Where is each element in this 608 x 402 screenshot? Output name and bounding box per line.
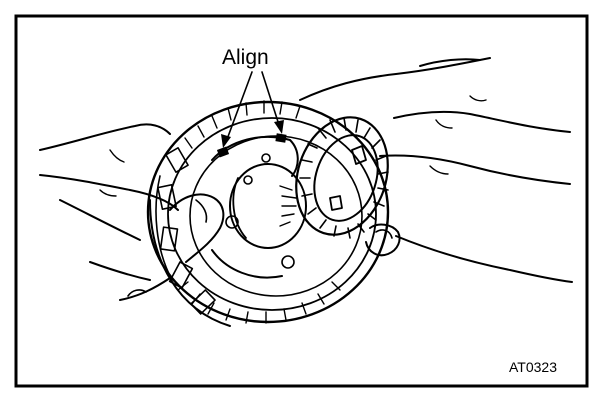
gear-side-slots <box>157 147 216 315</box>
left-hand-drawing <box>39 123 225 301</box>
align-label: Align <box>222 46 269 69</box>
figure-frame <box>14 14 589 388</box>
align-arrowhead-left <box>221 134 231 148</box>
alignment-notch-right <box>275 133 287 143</box>
alignment-notch-left <box>216 146 230 158</box>
right-hand-drawing <box>299 57 573 283</box>
gear-assembly-drawing <box>146 100 390 327</box>
align-callout: Align <box>221 46 284 148</box>
align-arrowhead-right <box>274 120 284 134</box>
ring-gear-teeth <box>299 117 389 239</box>
figure-code-label: AT0323 <box>509 359 557 375</box>
ring-gear-drawing <box>295 116 389 239</box>
